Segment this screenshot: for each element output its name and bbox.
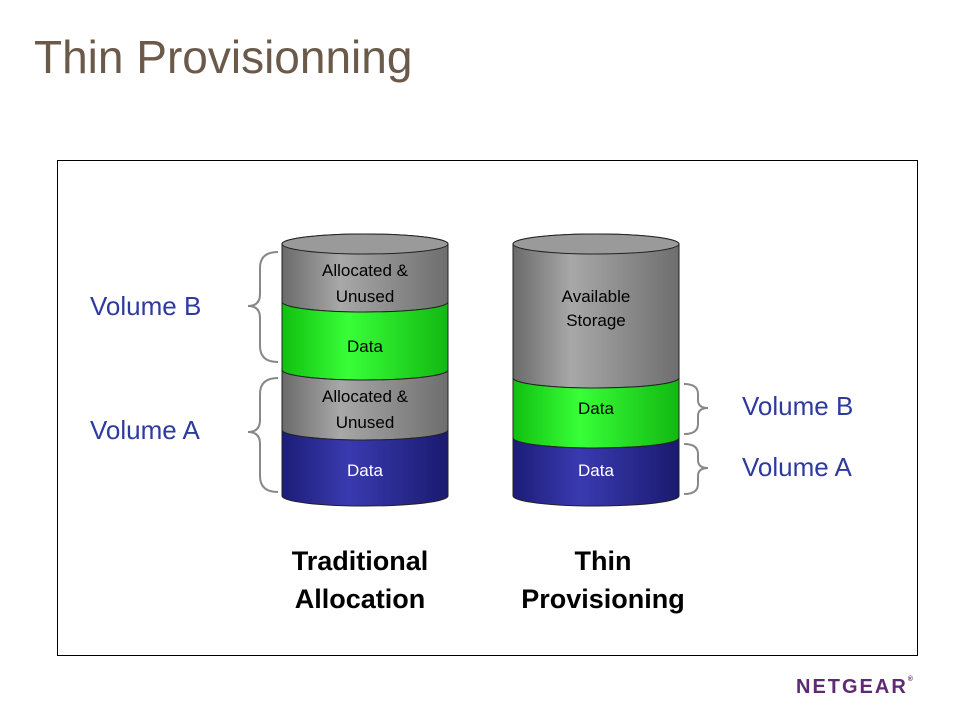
traditional-segment-data-a xyxy=(281,429,449,507)
traditional-volume-b-label: Volume B xyxy=(90,291,201,321)
registered-mark: ® xyxy=(907,676,913,683)
logo-text: NETGEAR xyxy=(796,676,908,698)
traditional-caption-line2: Allocation xyxy=(295,584,426,614)
thin-segment-data-a xyxy=(512,437,680,507)
thin-caption-line2: Provisioning xyxy=(521,584,685,614)
thin-cylinder: Available Storage Data Data xyxy=(512,233,680,507)
traditional-data-b-label: Data xyxy=(347,337,383,356)
traditional-unused-a-line1: Allocated & xyxy=(322,387,409,406)
traditional-volume-a-label: Volume A xyxy=(90,415,201,445)
thin-cylinder-top xyxy=(512,233,680,255)
netgear-logo: NETGEAR® xyxy=(796,676,913,699)
traditional-data-a-label: Data xyxy=(347,461,383,480)
thin-volume-a-label: Volume A xyxy=(742,452,853,482)
traditional-unused-b-line2: Unused xyxy=(336,287,395,306)
slide-title: Thin Provisionning xyxy=(34,31,413,83)
volume-b-left-brace xyxy=(247,251,279,363)
volume-a-right-brace xyxy=(683,443,709,495)
thin-caption-line1: Thin xyxy=(575,546,632,576)
thin-data-a-label: Data xyxy=(578,461,614,480)
traditional-unused-b-line1: Allocated & xyxy=(322,261,409,280)
traditional-cylinder: Allocated & Unused Data Allocated & Unus… xyxy=(281,233,449,507)
traditional-unused-a-line2: Unused xyxy=(336,413,395,432)
traditional-caption-line1: Traditional xyxy=(292,546,429,576)
volume-a-left-brace xyxy=(247,377,279,493)
thin-available-line2: Storage xyxy=(566,311,626,330)
thin-available-line1: Available xyxy=(562,287,631,306)
traditional-cylinder-top xyxy=(281,233,449,255)
thin-data-b-label: Data xyxy=(578,399,614,418)
diagram-frame xyxy=(57,160,918,656)
thin-volume-b-label: Volume B xyxy=(742,391,853,421)
volume-b-right-brace xyxy=(683,383,709,435)
